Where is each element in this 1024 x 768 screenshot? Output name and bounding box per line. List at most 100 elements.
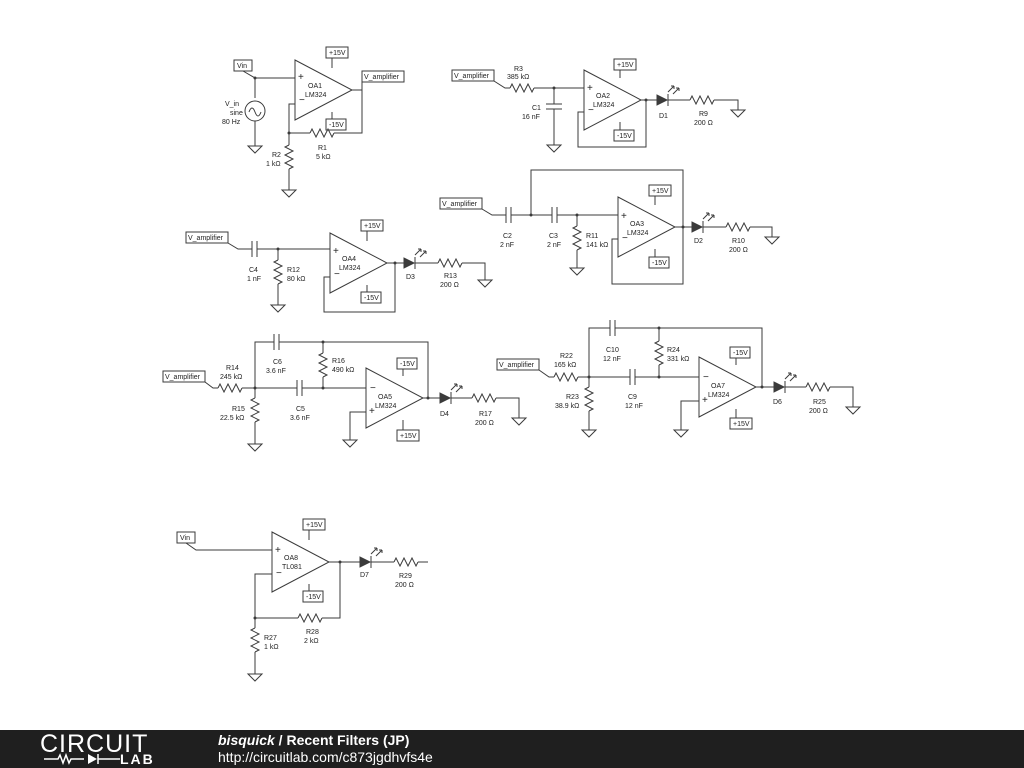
resistor-r1[interactable] [309, 127, 335, 139]
capacitor-c2[interactable] [505, 207, 512, 223]
capacitor-c2-ref: C2 [503, 233, 512, 240]
opamp-oa4[interactable] [329, 232, 389, 294]
resistor-r14[interactable] [217, 382, 243, 394]
resistor-r22-ref: R22 [560, 353, 573, 360]
led-d7[interactable] [359, 556, 372, 568]
capacitor-c1[interactable] [546, 103, 562, 110]
schematic-canvas[interactable]: Vin V_in sine 80 Hz + − OA1 LM324 +15V -… [0, 0, 1024, 730]
opamp-oa3[interactable] [617, 196, 677, 258]
opamp-oa8[interactable] [271, 531, 331, 593]
capacitor-c6-ref: C6 [273, 359, 282, 366]
resistor-r16-ref: R16 [332, 358, 345, 365]
opamp-oa1-ref: OA1 [308, 83, 322, 90]
resistor-r17[interactable] [471, 392, 497, 404]
supply-tag-neg-oa4[interactable] [360, 291, 382, 304]
resistor-r24[interactable] [653, 340, 665, 366]
resistor-r9[interactable] [689, 94, 715, 106]
supply-tag-neg-oa5[interactable] [396, 357, 418, 370]
capacitor-c3[interactable] [551, 207, 558, 223]
resistor-r23-value: 38.9 kΩ [555, 403, 579, 410]
circuit-title: Recent Filters (JP) [286, 732, 410, 748]
opamp-oa4-part: LM324 [339, 265, 361, 272]
resistor-r10[interactable] [725, 221, 751, 233]
led-d6[interactable] [773, 381, 786, 393]
block-oa7-bandpass: V_amplifier R22 165 kΩ R23 38.9 kΩ C10 1… [496, 320, 862, 438]
led-d1[interactable] [656, 94, 669, 106]
supply-tag-neg-oa1[interactable] [325, 118, 347, 131]
supply-tag-neg-oa8[interactable] [302, 590, 324, 603]
supply-tag-pos-oa8[interactable] [302, 518, 326, 531]
supply-tag-neg-oa2[interactable] [613, 129, 635, 142]
supply-tag-pos-oa2[interactable] [613, 58, 637, 71]
circuit-author[interactable]: bisquick [218, 732, 275, 748]
resistor-r25[interactable] [805, 381, 831, 393]
block-oa8-amplifier: Vin + − OA8 TL081 +15V -15V D7 R29 200 Ω… [176, 518, 428, 682]
capacitor-c10[interactable] [609, 320, 616, 336]
opamp-oa3-part: LM324 [627, 230, 649, 237]
supply-tag-pos-oa1[interactable] [325, 46, 349, 59]
net-tag-v-amplifier-in-oa7[interactable] [496, 358, 540, 371]
net-tag-v-amplifier-in-oa2[interactable] [451, 69, 495, 82]
ground-icon [341, 439, 359, 448]
resistor-r2-value: 1 kΩ [266, 161, 281, 168]
resistor-r23[interactable] [583, 386, 595, 412]
circuit-title-line: bisquick / Recent Filters (JP) [218, 732, 409, 748]
resistor-r15[interactable] [249, 397, 261, 423]
opamp-oa4-ref: OA4 [342, 256, 356, 263]
resistor-r12-value: 80 kΩ [287, 276, 305, 283]
capacitor-c4[interactable] [251, 241, 258, 257]
net-tag-v-amplifier-out[interactable] [361, 70, 405, 83]
resistor-r29[interactable] [393, 556, 419, 568]
resistor-r11[interactable] [571, 225, 583, 251]
ground-icon [280, 189, 298, 198]
supply-tag-pos-oa7[interactable] [729, 417, 753, 430]
supply-tag-neg-oa7[interactable] [729, 346, 751, 359]
supply-tag-pos-oa4[interactable] [360, 219, 384, 232]
capacitor-c9[interactable] [629, 369, 636, 385]
supply-tag-pos-oa5-label: +15V [400, 433, 417, 440]
opamp-oa7-part: LM324 [708, 392, 730, 399]
resistor-r27[interactable] [249, 627, 261, 653]
supply-tag-pos-oa4-label: +15V [364, 223, 381, 230]
capacitor-c6[interactable] [273, 334, 280, 350]
capacitor-c4-ref: C4 [249, 267, 258, 274]
resistor-r12[interactable] [272, 259, 284, 285]
led-d6-ref: D6 [773, 399, 782, 406]
opamp-oa5-part: LM324 [375, 403, 397, 410]
block-oa5-bandpass: V_amplifier R14 245 kΩ R15 22.5 kΩ C6 3.… [162, 334, 528, 452]
resistor-r14-value: 245 kΩ [220, 374, 242, 381]
led-d4[interactable] [439, 392, 452, 404]
led-d3-ref: D3 [406, 274, 415, 281]
supply-tag-neg-oa5-label: -15V [400, 361, 415, 368]
net-tag-v-amplifier-in-oa5-label: V_amplifier [165, 374, 201, 381]
opamp-oa5[interactable] [365, 367, 425, 429]
capacitor-c10-ref: C10 [606, 347, 619, 354]
opamp-oa1[interactable] [294, 59, 354, 121]
led-d2[interactable] [691, 221, 704, 233]
resistor-r29-ref: R29 [399, 573, 412, 580]
circuitlab-logo[interactable]: CIRCUIT LAB [40, 730, 180, 768]
resistor-r13[interactable] [437, 257, 463, 269]
resistor-r16[interactable] [317, 352, 329, 378]
resistor-r28[interactable] [297, 612, 323, 624]
capacitor-c5[interactable] [296, 380, 303, 396]
supply-tag-pos-oa5[interactable] [396, 429, 420, 442]
net-tag-v-amplifier-in-oa3[interactable] [439, 197, 483, 210]
supply-tag-pos-oa3[interactable] [648, 184, 672, 197]
resistor-r3-value: 385 kΩ [507, 74, 529, 81]
resistor-r3[interactable] [509, 82, 535, 94]
logo-waveform-icon [44, 753, 120, 765]
led-d3[interactable] [403, 257, 416, 269]
opamp-oa7[interactable] [698, 356, 758, 418]
resistor-r22[interactable] [553, 371, 579, 383]
supply-tag-neg-oa3[interactable] [648, 256, 670, 269]
resistor-r2[interactable] [283, 144, 295, 170]
net-tag-v-amplifier-in-oa5[interactable] [162, 370, 206, 383]
opamp-oa2-part: LM324 [593, 102, 615, 109]
capacitor-c3-ref: C3 [549, 233, 558, 240]
circuit-url[interactable]: http://circuitlab.com/c873jgdhvfs4e [218, 749, 433, 765]
svg-text:−: − [588, 105, 594, 116]
source-freq: 80 Hz [222, 119, 241, 126]
net-tag-v-amplifier-in-oa4[interactable] [185, 231, 229, 244]
opamp-oa2[interactable] [583, 69, 643, 131]
